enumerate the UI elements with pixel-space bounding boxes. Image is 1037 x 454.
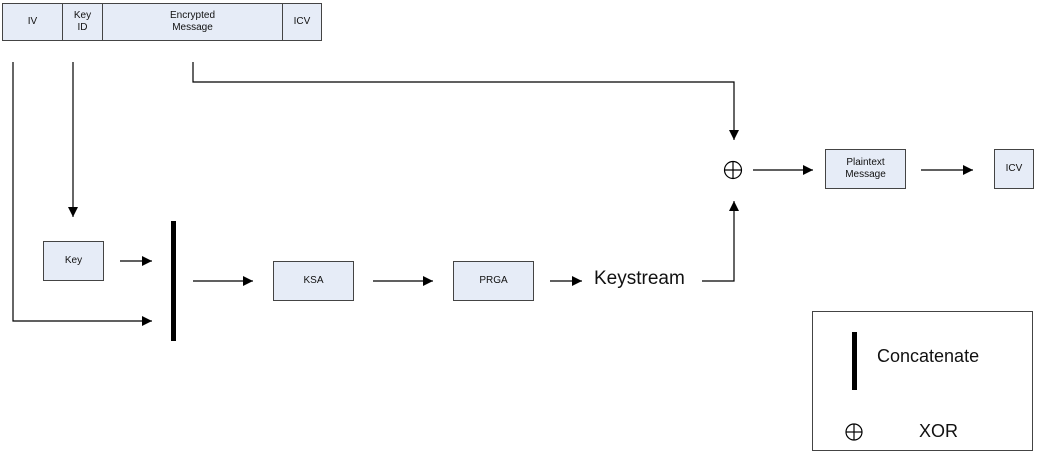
legend-concatenate-bar-icon bbox=[852, 332, 857, 390]
legend-box: Concatenate XOR bbox=[812, 311, 1033, 451]
encrypted-to-xor-arrow bbox=[192, 62, 739, 140]
keystream-to-xor-arrow bbox=[702, 201, 739, 282]
packet-encrypted-message-field: Encrypted Message bbox=[102, 3, 282, 41]
iv-to-concat-arrow bbox=[12, 62, 152, 326]
plaintext-message-block: Plaintext Message bbox=[825, 149, 906, 189]
legend-xor-icon bbox=[845, 423, 863, 441]
packet-key-id-field: Key ID bbox=[62, 3, 102, 41]
keystream-label: Keystream bbox=[594, 268, 685, 289]
prga-block: PRGA bbox=[453, 261, 534, 301]
legend-xor-label: XOR bbox=[919, 421, 959, 441]
packet-iv-field: IV bbox=[2, 3, 62, 41]
ksa-block: KSA bbox=[273, 261, 354, 301]
xor-symbol bbox=[723, 160, 743, 180]
packet-icv-field: ICV bbox=[282, 3, 322, 41]
concatenate-bar bbox=[171, 221, 176, 341]
key-block: Key bbox=[43, 241, 104, 281]
output-icv-block: ICV bbox=[994, 149, 1034, 189]
legend-concatenate-label: Concatenate bbox=[877, 346, 980, 366]
